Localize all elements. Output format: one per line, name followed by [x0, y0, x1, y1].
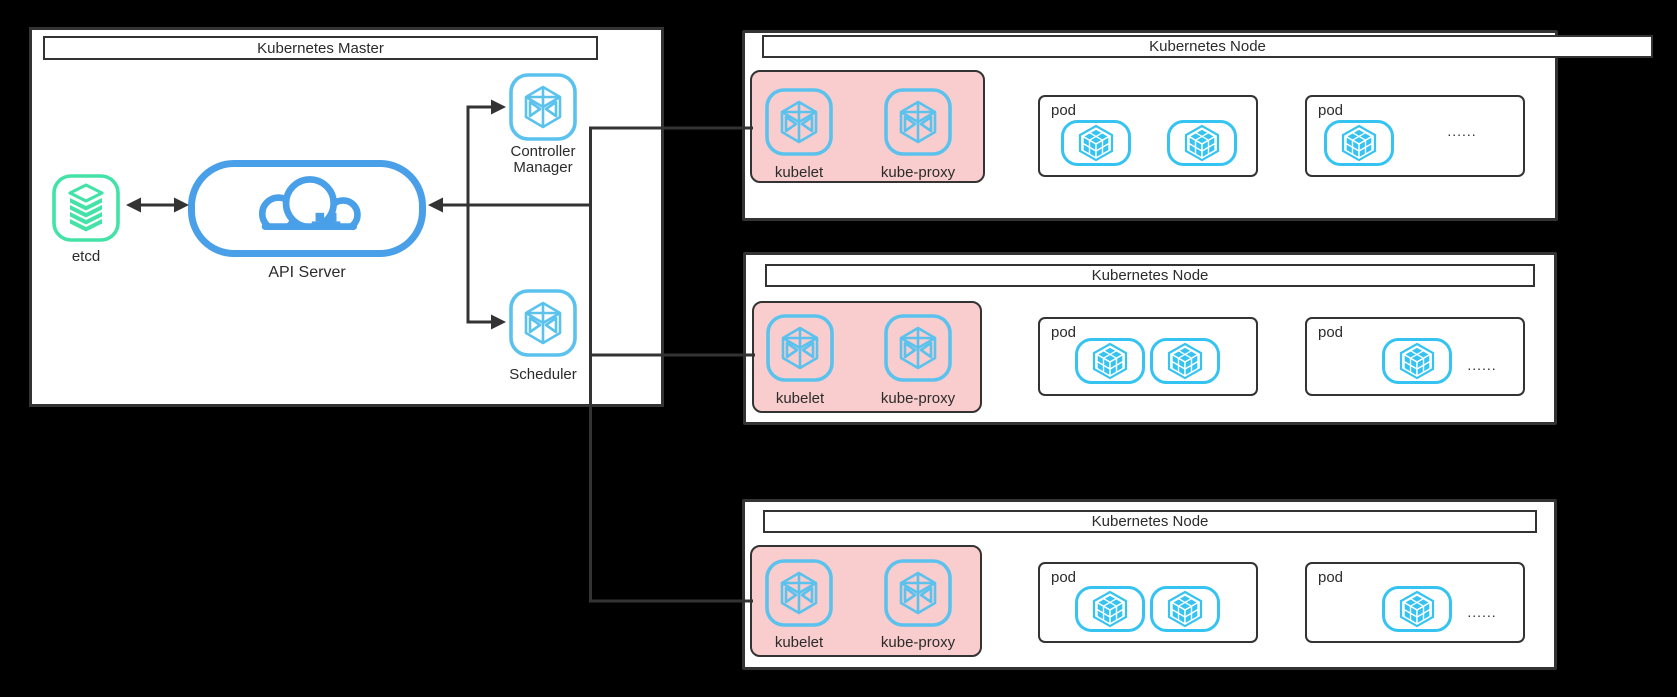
pod-label: pod	[1051, 569, 1077, 586]
node-3-kubelet-proxy-box: kubelet kube-proxy	[750, 545, 982, 657]
scheduler-label: Scheduler	[509, 366, 577, 383]
controller-manager-icon	[507, 71, 579, 143]
node-2-title-bar: Kubernetes Node	[765, 264, 1535, 287]
container-icon	[1381, 585, 1453, 633]
node-1-title: Kubernetes Node	[1149, 38, 1266, 55]
api-server-label: API Server	[268, 264, 346, 281]
node-2-pod-box-2: pod ......	[1305, 317, 1525, 396]
controller-manager-label-line1: Controller	[510, 143, 576, 160]
kube-proxy-icon	[882, 557, 954, 629]
kubelet-icon	[763, 86, 835, 158]
more-pods-ellipsis: ......	[1447, 123, 1477, 139]
master-title: Kubernetes Master	[257, 39, 384, 57]
container-icon	[1060, 119, 1132, 167]
kubelet-label: kubelet	[774, 634, 824, 651]
kube-proxy-icon	[882, 312, 954, 384]
node-3-title-bar: Kubernetes Node	[763, 510, 1537, 533]
api-server-box	[188, 160, 426, 257]
container-icon	[1323, 119, 1395, 167]
kubelet-label: kubelet	[774, 164, 824, 181]
more-pods-ellipsis: ......	[1467, 357, 1497, 373]
node-1-title-bar: Kubernetes Node	[762, 35, 1653, 58]
kubelet-icon	[764, 312, 836, 384]
node-3-title: Kubernetes Node	[1091, 513, 1209, 530]
node-3-pod-box-1: pod	[1038, 562, 1258, 643]
controller-manager-label: Controller Manager	[487, 144, 599, 176]
kube-proxy-label: kube-proxy	[880, 634, 956, 651]
kubelet-label: kubelet	[775, 390, 825, 407]
kubernetes-master-box: Kubernetes Master etcd API Server Contro…	[29, 27, 664, 407]
master-title-bar: Kubernetes Master	[43, 36, 598, 60]
kubelet-icon	[763, 557, 835, 629]
node-1-pod-box-2: pod ......	[1305, 95, 1525, 177]
pod-label: pod	[1051, 102, 1077, 119]
kube-proxy-label: kube-proxy	[880, 164, 956, 181]
cloud-icon	[232, 169, 382, 249]
scheduler-icon	[507, 287, 579, 359]
node-1-pod-box-1: pod	[1038, 95, 1258, 177]
kube-proxy-icon	[882, 86, 954, 158]
kube-proxy-label: kube-proxy	[880, 390, 956, 407]
more-pods-ellipsis: ......	[1467, 604, 1497, 620]
node-3-pod-box-2: pod ......	[1305, 562, 1525, 643]
container-icon	[1074, 337, 1146, 385]
container-icon	[1074, 585, 1146, 633]
kubernetes-node-1-box: Kubernetes Node kubelet kube-proxy pod p…	[742, 30, 1653, 221]
etcd-label: etcd	[71, 248, 101, 265]
node-1-kubelet-proxy-box: kubelet kube-proxy	[750, 70, 985, 183]
pod-label: pod	[1318, 102, 1344, 119]
container-icon	[1381, 337, 1453, 385]
node-2-kubelet-proxy-box: kubelet kube-proxy	[752, 301, 982, 413]
container-icon	[1149, 337, 1221, 385]
controller-manager-label-line2: Manager	[513, 159, 573, 176]
node-2-title: Kubernetes Node	[1091, 267, 1209, 284]
container-icon	[1166, 119, 1238, 167]
pod-label: pod	[1318, 324, 1344, 341]
pod-label: pod	[1051, 324, 1077, 341]
etcd-icon	[50, 172, 122, 244]
node-2-pod-box-1: pod	[1038, 317, 1258, 396]
kubernetes-node-2-box: Kubernetes Node kubelet kube-proxy pod p…	[743, 252, 1557, 425]
pod-label: pod	[1318, 569, 1344, 586]
kubernetes-node-3-box: Kubernetes Node kubelet kube-proxy pod p…	[742, 499, 1557, 670]
container-icon	[1149, 585, 1221, 633]
